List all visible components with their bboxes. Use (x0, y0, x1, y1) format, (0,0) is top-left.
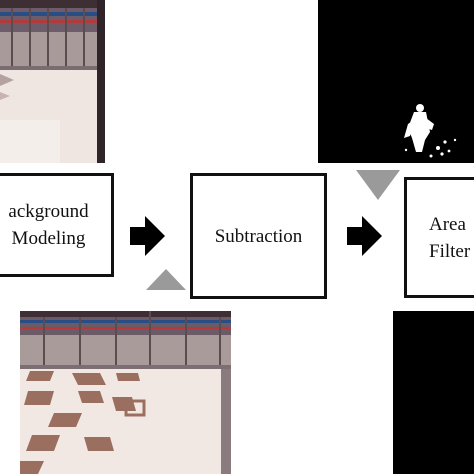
foreground-mask-image (318, 0, 474, 163)
step-label-line: Modeling (11, 228, 86, 249)
up-pointer-triangle (146, 269, 186, 290)
background-modeling-step: ackground Modeling (0, 173, 114, 277)
step-label-line: Subtraction (214, 225, 303, 247)
arrow-icon (130, 216, 165, 256)
background-frame-graphic (0, 0, 105, 163)
step-label-line: ackground (8, 201, 89, 222)
current-frame-graphic (20, 311, 231, 474)
background-frame-image (0, 0, 105, 163)
filtered-mask-image (393, 311, 474, 474)
step-label-line: Filter (429, 240, 471, 262)
subtraction-step: Subtraction (190, 173, 327, 299)
step-label-line: Area (429, 213, 466, 235)
current-frame-image (20, 311, 231, 474)
area-filter-step: Area Filter (404, 177, 474, 298)
down-pointer-triangle (356, 170, 400, 200)
foreground-mask-graphic (318, 0, 474, 163)
arrow-icon (347, 216, 382, 256)
